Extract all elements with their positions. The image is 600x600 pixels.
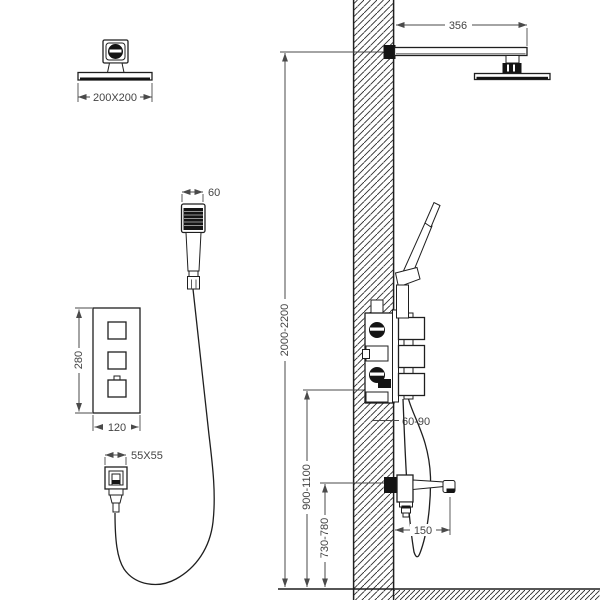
- outlet-stem: [112, 502, 120, 513]
- cartridge-highlight: [370, 327, 384, 331]
- dim-handshower-width: 60: [181, 187, 220, 202]
- dim-label-60-90: 60-90: [402, 416, 430, 428]
- dim-arm-mount-height: 2000-2200: [279, 51, 384, 587]
- wall-outlet-front-view: 55X55: [104, 450, 163, 513]
- rain-head-plate: [473, 72, 551, 81]
- label-backing: [410, 524, 436, 536]
- dim-mixer-width: 120: [92, 415, 141, 434]
- dim-label-overall-height: 2000-2200: [279, 304, 291, 357]
- dim-arm-length: 356: [396, 19, 528, 46]
- dim-outlet-size: 55X55: [104, 450, 163, 465]
- valve-knob-middle: [397, 344, 426, 369]
- spout-wall-flange: [384, 477, 397, 493]
- dim-label-spout-height: 730-780: [319, 518, 331, 558]
- spout-hose-stub: [402, 512, 410, 518]
- dim-label-200x200: 200X200: [93, 92, 137, 104]
- label-backing: [103, 421, 131, 433]
- handshower-grip-tip: [424, 201, 441, 228]
- valve-side-port: [362, 349, 370, 359]
- handshower-holder-side-view: [394, 201, 441, 319]
- label-backing: [319, 515, 331, 562]
- outlet-nipple: [111, 473, 121, 486]
- arm-wall-flange: [383, 45, 396, 59]
- dim-label-356: 356: [449, 20, 467, 32]
- label-backing: [445, 19, 472, 31]
- joint-highlight: [513, 64, 515, 72]
- rain-head-nozzles: [476, 76, 548, 79]
- label-backing: [301, 461, 313, 514]
- outlet-nut: [109, 494, 123, 504]
- dim-label-150: 150: [414, 525, 432, 537]
- dim-spout-reach: 150: [395, 497, 451, 537]
- dim-label-valve-height: 900-1100: [301, 464, 313, 510]
- joint-highlight: [507, 64, 509, 72]
- holder-cradle: [394, 266, 421, 288]
- dim-mixer-height: 280: [73, 307, 92, 414]
- shower-neck: [106, 62, 125, 73]
- spout-outlet: [446, 488, 455, 493]
- shower-arm: [393, 46, 528, 57]
- hose-nut: [187, 276, 200, 290]
- outlet-nipple-band: [112, 480, 120, 484]
- valve-knob-bottom: [397, 372, 426, 397]
- cartridge-highlight: [370, 372, 384, 376]
- handshower-hose: [114, 288, 215, 586]
- holder-bracket: [396, 284, 409, 319]
- dim-overhead-size: 200X200: [77, 83, 153, 104]
- dim-label-55x55: 55X55: [131, 450, 163, 462]
- mixer-knob-middle: [107, 351, 127, 370]
- dim-label-60: 60: [208, 187, 220, 199]
- floor: [278, 588, 600, 600]
- spout-hose-nut: [401, 507, 411, 514]
- handshower-handle-side: [402, 222, 433, 276]
- valve-knob-top: [397, 316, 426, 341]
- label-backing: [90, 91, 140, 103]
- tub-spout-side-view: 150: [384, 474, 456, 537]
- valve-assembly-side-view: 60-90: [362, 299, 430, 428]
- dim-label-120: 120: [108, 422, 126, 434]
- nozzle-band: [80, 77, 150, 81]
- handshower-handle: [185, 232, 202, 272]
- handshower-ribs: [184, 211, 203, 226]
- ball-joint-upper: [505, 55, 520, 64]
- label-backing: [279, 299, 291, 361]
- spout-collar-band: [401, 505, 411, 508]
- spout-body: [396, 474, 414, 503]
- handle-collar: [188, 270, 199, 277]
- spout-arm: [412, 479, 445, 491]
- shower-arm-side-view: 356: [383, 19, 551, 81]
- valve-trim-plate: [392, 309, 399, 403]
- overhead-shower-front-view: 200X200: [77, 39, 153, 104]
- floor-hatch: [394, 590, 600, 600]
- valve-bottom-block: [365, 391, 389, 403]
- outlet-collar: [108, 488, 124, 496]
- mixer-knob-bottom: [107, 379, 127, 398]
- dim-valve-mount-height: 900-1100: [301, 389, 396, 587]
- handshower-front-view: 60: [180, 187, 220, 290]
- valve-top-pipe: [370, 299, 384, 314]
- ball-highlight: [109, 49, 122, 53]
- dim-label-280: 280: [73, 351, 85, 369]
- dim-embed-depth: 60-90: [373, 416, 430, 428]
- dim-spout-mount-height: 730-780: [319, 482, 384, 587]
- concealed-mixer-front-view: 280 120: [73, 307, 141, 434]
- mixer-knob-top: [107, 321, 127, 340]
- label-backing: [73, 348, 85, 373]
- valve-dark-block: [378, 379, 391, 388]
- ball-joint-lower: [502, 63, 522, 74]
